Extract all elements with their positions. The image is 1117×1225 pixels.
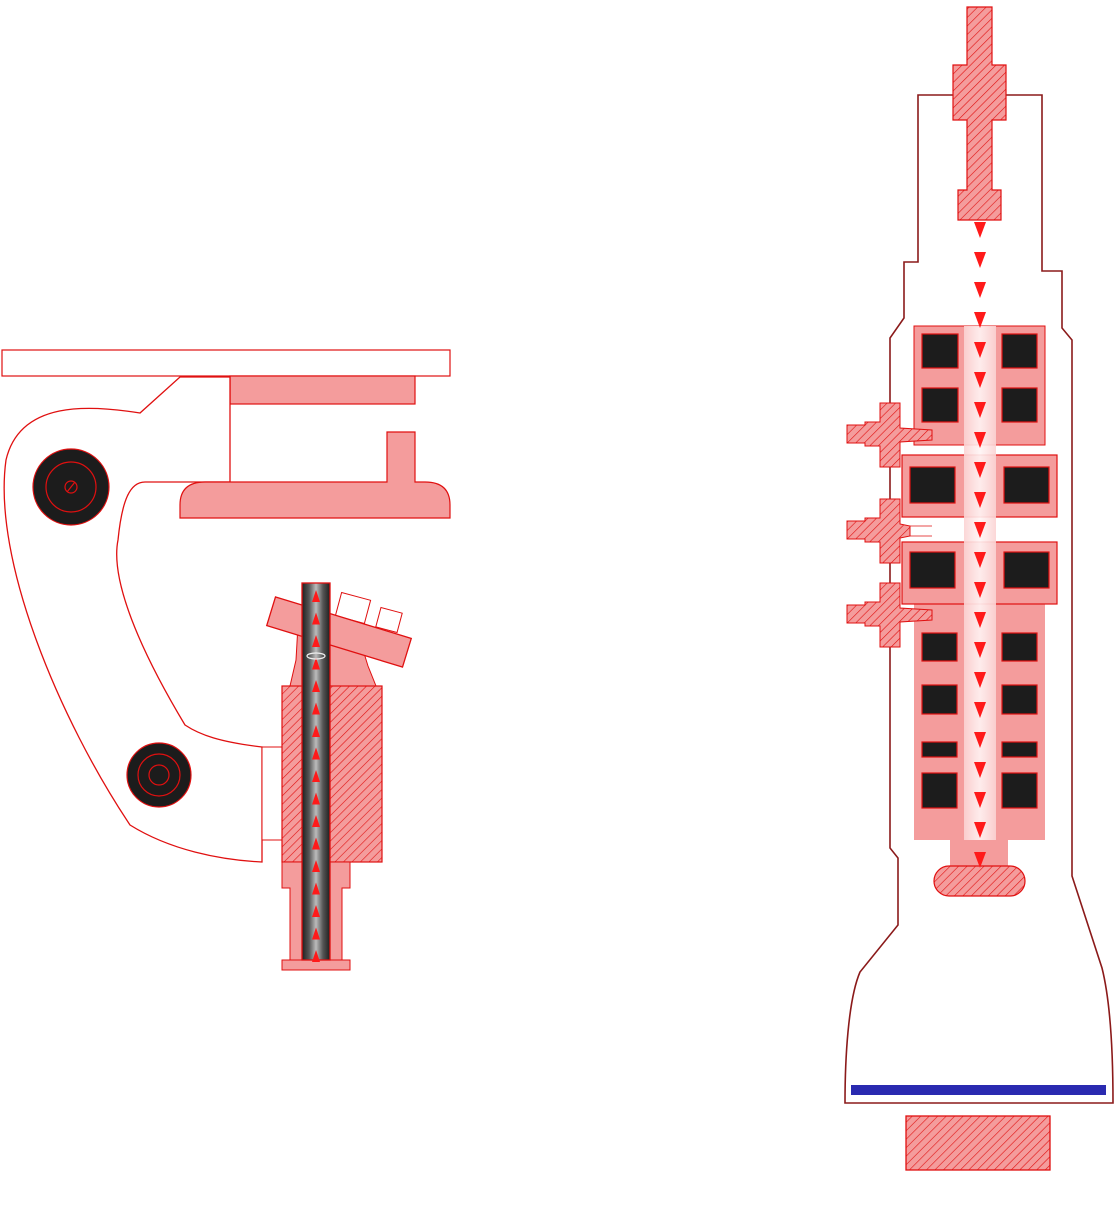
up-arrow-icon <box>312 927 320 940</box>
top-screw[interactable] <box>952 6 1007 221</box>
up-arrow-icon <box>312 905 320 917</box>
up-arrow-icon <box>312 680 320 692</box>
side-screw-1[interactable] <box>846 402 933 468</box>
column-arrow-group <box>974 222 986 868</box>
down-arrow-icon <box>974 252 986 268</box>
knob-upper[interactable] <box>32 448 110 526</box>
down-arrow-icon <box>974 552 986 568</box>
up-arrow-icon <box>312 792 320 805</box>
side-screw-3[interactable] <box>846 582 933 648</box>
down-arrow-icon <box>974 402 986 418</box>
up-arrow-icon <box>312 882 320 895</box>
down-arrow-icon <box>974 312 986 328</box>
down-arrow-icon <box>974 342 986 358</box>
bottom-hatched-block <box>905 1115 1051 1171</box>
blue-bar <box>851 1085 1106 1095</box>
up-arrow-icon <box>312 837 320 850</box>
up-arrow-icon <box>312 770 320 782</box>
upper-pink-block <box>229 375 416 405</box>
top-plate <box>1 349 451 377</box>
down-arrow-icon <box>974 222 986 238</box>
up-arrow-icon <box>312 635 320 647</box>
down-arrow-icon <box>974 642 986 658</box>
down-arrow-icon <box>974 372 986 388</box>
right-assembly <box>844 6 1114 1171</box>
rod-arrow-group <box>312 590 320 962</box>
down-arrow-icon <box>974 492 986 508</box>
hatched-sleeve <box>281 685 383 863</box>
up-arrow-icon <box>312 702 320 715</box>
screw-slot-icon <box>64 480 78 494</box>
down-arrow-icon <box>974 612 986 628</box>
up-arrow-icon <box>312 657 320 670</box>
clamp-jaw <box>179 431 451 519</box>
up-arrow-icon <box>312 590 320 602</box>
down-arrow-icon <box>974 282 986 298</box>
up-arrow-icon <box>312 860 320 872</box>
down-arrow-icon <box>974 432 986 448</box>
white-tab-2 <box>375 606 403 634</box>
down-arrow-icon <box>974 462 986 478</box>
down-arrow-icon <box>974 852 986 868</box>
left-assembly <box>1 349 451 971</box>
knob-lower[interactable] <box>126 742 192 808</box>
up-arrow-icon <box>312 815 320 827</box>
down-arrow-icon <box>974 762 986 778</box>
down-arrow-icon <box>974 582 986 598</box>
down-arrow-icon <box>974 792 986 808</box>
frame-connector <box>261 746 283 841</box>
down-arrow-icon <box>974 732 986 748</box>
down-arrow-icon <box>974 522 986 538</box>
side-screw-2[interactable] <box>846 498 932 564</box>
rod-ring <box>306 652 326 660</box>
up-arrow-icon <box>312 747 320 760</box>
down-arrow-icon <box>974 672 986 688</box>
down-arrow-icon <box>974 702 986 718</box>
bottom-pill <box>933 865 1026 897</box>
down-arrow-icon <box>974 822 986 838</box>
up-arrow-icon <box>312 725 320 737</box>
dark-squares <box>909 333 1050 809</box>
up-arrow-icon <box>312 612 320 625</box>
up-arrow-icon <box>312 950 320 962</box>
